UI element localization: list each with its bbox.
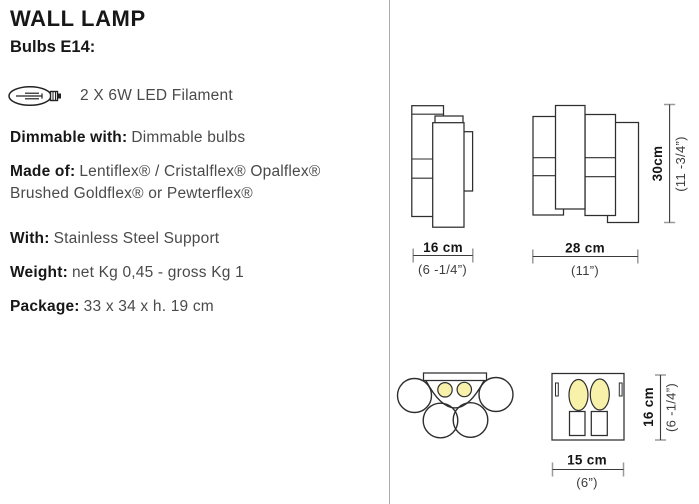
side-front-panel [432,122,465,228]
mount-slot [555,382,559,397]
spec-value: net Kg 0,45 - gross Kg 1 [71,264,244,281]
bulb-front-view [589,378,610,411]
spec-label: Package: [10,298,80,315]
spec-row-dimmable: Dimmable with:Dimmable bulbs [10,127,382,149]
backplate-height-cm-label: 16 cm [641,387,656,427]
spec-value: Stainless Steel Support [53,230,220,247]
glass-sphere [422,402,459,439]
front-height-dimension: 30cm (11 -3/4”) [650,103,688,224]
glass-sphere [478,376,514,413]
spec-value: Dimmable bulbs [131,129,246,146]
mount-slot [618,382,623,397]
spec-label: Dimmable with: [10,129,128,146]
spec-row-made-of: Made of:Lentiflex® / Cristalflex® Opalfl… [10,161,382,205]
spec-panel: WALL LAMP Bulbs E14: 2 X 6W LED Filament… [8,0,390,504]
top-view-drawing [396,372,514,439]
front-panel-3 [584,113,617,217]
spec-label: Made of: [10,163,76,180]
side-view-drawing: 16 cm (6 -1/4”) [411,105,474,277]
backplate-width-cm-label: 15 cm [567,453,607,468]
bulb-socket [590,410,608,437]
spec-row-weight: Weight:net Kg 0,45 - gross Kg 1 [10,262,382,284]
bulb-top-view [456,381,473,398]
front-height-inch-label: (11 -3/4”) [673,136,688,192]
backplate-width-inch-label: (6”) [576,475,597,490]
side-width-inch-label: (6 -1/4”) [418,262,467,277]
top-view-mount-bar [422,372,488,382]
spec-label: With: [10,230,50,247]
technical-drawings: 16 cm (6 -1/4”) 28 cm (11”) [396,103,688,490]
backplate-view-drawing: 15 cm (6”) 16 cm (6 -1/4”) [551,372,679,490]
bulbs-heading: Bulbs E14: [10,38,96,56]
side-width-dimension: 16 cm (6 -1/4”) [412,240,474,277]
e14-candle-bulb-icon [8,85,61,107]
glass-sphere [452,402,489,439]
bulb-spec-row: 2 X 6W LED Filament [8,84,233,108]
front-height-cm-label: 30cm [650,146,665,182]
backplate-width-dimension: 15 cm (6”) [551,453,625,490]
spec-value: 33 x 34 x h. 19 cm [83,298,214,315]
front-panel-2 [554,104,586,210]
side-width-cm-label: 16 cm [423,240,463,255]
front-width-inch-label: (11”) [571,263,599,278]
front-view-drawing: 28 cm (11”) 30cm (11 -3/4”) [532,103,688,278]
backplate [551,372,625,441]
top-view-shade-arc [425,380,485,409]
bulb-spec-text: 2 X 6W LED Filament [80,87,233,104]
bulb-top-view [437,381,453,398]
bulb-front-view [568,378,589,412]
page-title: WALL LAMP [10,6,146,31]
spec-row-with: With:Stainless Steel Support [10,228,382,250]
spec-label: Weight: [10,264,68,281]
glass-sphere [396,377,433,414]
backplate-height-inch-label: (6 -1/4”) [664,383,679,432]
front-width-dimension: 28 cm (11”) [532,241,639,278]
spec-row-package: Package:33 x 34 x h. 19 cm [10,296,382,318]
front-width-cm-label: 28 cm [565,241,605,256]
bulb-socket [568,410,586,437]
backplate-height-dimension: 16 cm (6 -1/4”) [641,374,679,441]
spec-value: Lentiflex® / Cristalflex® Opalflex® Brus… [10,163,321,202]
